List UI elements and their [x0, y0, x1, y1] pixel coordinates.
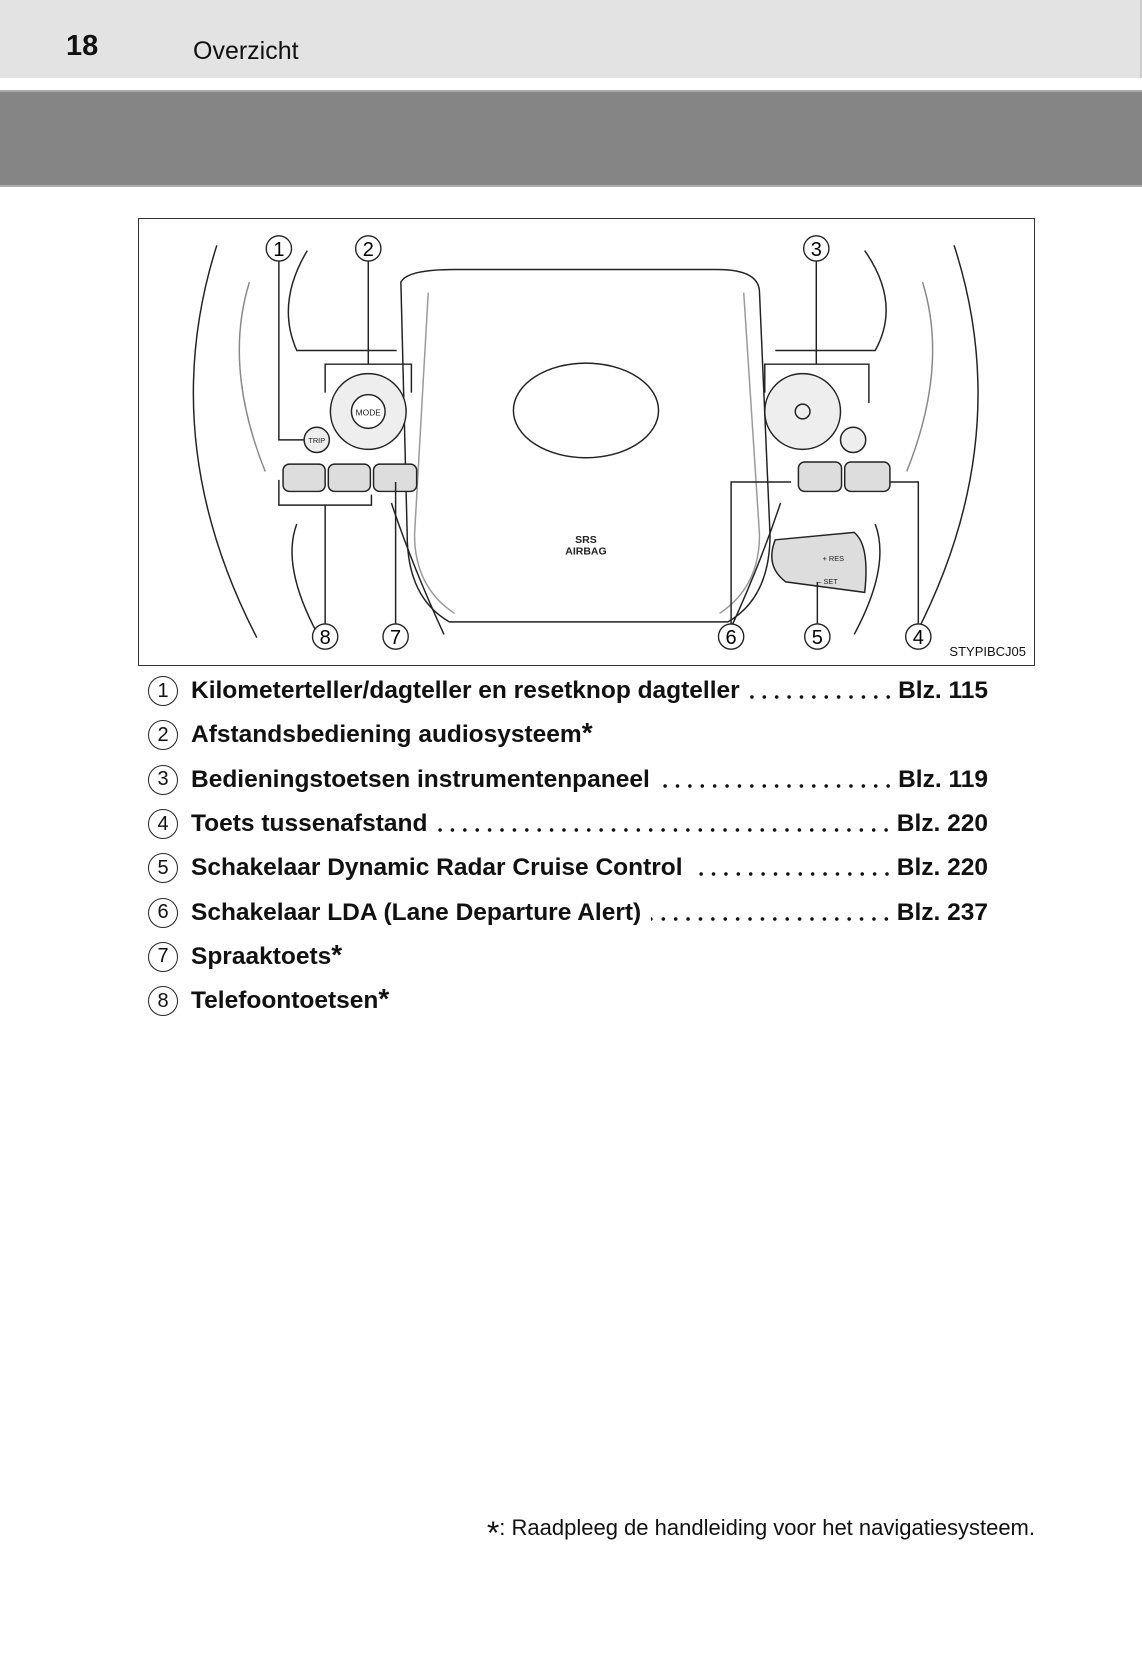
steering-wheel-illustration: SRS AIRBAG MODE TRIP + RES – SET 1 2 3 4… [192, 235, 979, 650]
item-number: 3 [148, 764, 178, 795]
list-item: 4 Toets tussenafstand Blz. 220 [148, 802, 988, 846]
page-number: 18 [66, 30, 99, 62]
list-item: 3 Bedieningstoetsen instrumentenpaneel Blz… [148, 758, 988, 802]
item-text: Afstandsbediening audiosysteem [191, 721, 582, 749]
svg-text:4: 4 [913, 627, 924, 649]
res-label: + RES [823, 554, 845, 563]
distance-button [843, 461, 891, 493]
callout-5: 5 [804, 623, 831, 650]
callout-7: 7 [382, 623, 409, 650]
page-reference[interactable]: Blz. 237 [896, 898, 988, 926]
item-text: Schakelaar Dynamic Radar Cruise Control [191, 854, 683, 882]
wheel-rim-right [913, 245, 979, 638]
item-list: 1 Kilometerteller/dagteller en resetknop … [148, 669, 988, 1023]
header-band [0, 90, 1142, 187]
steering-wheel-figure: SRS AIRBAG MODE TRIP + RES – SET 1 2 3 4… [138, 218, 1035, 666]
airbag-label: AIRBAG [565, 546, 606, 558]
item-text: Kilometerteller/dagteller en resetknop d… [191, 677, 740, 705]
svg-text:1: 1 [273, 239, 284, 261]
dot-leader [692, 871, 893, 878]
list-item: 6 Schakelaar LDA (Lane Departure Alert) Bl… [148, 890, 988, 934]
footnote-mark: * [486, 1515, 500, 1551]
item-number: 1 [148, 676, 178, 707]
item-number: 6 [148, 897, 178, 928]
item-text: Schakelaar LDA (Lane Departure Alert) [191, 898, 642, 926]
phone-hangup-button [327, 463, 372, 493]
set-label: – SET [817, 577, 838, 586]
item-number: 2 [148, 720, 178, 751]
section-title: Overzicht [193, 37, 299, 65]
cruise-control-stalk [771, 531, 867, 594]
phone-pickup-button [282, 463, 326, 493]
meter-control-pad [764, 372, 842, 451]
list-item: 1 Kilometerteller/dagteller en resetknop … [148, 669, 988, 713]
callout-1: 1 [265, 235, 293, 262]
svg-text:8: 8 [320, 627, 331, 649]
figure-id: STYPIBCJ05 [949, 644, 1026, 659]
emblem-oval [512, 362, 660, 459]
item-text: Bedieningstoetsen instrumentenpaneel [191, 765, 650, 793]
callout-2: 2 [354, 235, 382, 262]
callout-3: 3 [802, 235, 830, 262]
svg-text:3: 3 [811, 239, 822, 261]
dot-leader [749, 694, 895, 701]
footnote-text: : Raadpleeg de handleiding voor het navi… [499, 1515, 1035, 1540]
item-number: 7 [148, 941, 178, 972]
callout-6: 6 [717, 623, 745, 650]
item-number: 4 [148, 809, 178, 840]
page-reference[interactable]: Blz. 119 [898, 765, 988, 793]
dot-leader [651, 915, 893, 922]
item-text: Telefoontoetsen [191, 987, 379, 1015]
item-number: 8 [148, 986, 178, 1017]
svg-text:2: 2 [363, 239, 374, 261]
svg-text:6: 6 [726, 627, 737, 649]
wheel-rim-left [192, 245, 258, 638]
svg-text:7: 7 [390, 627, 401, 649]
callout-8: 8 [311, 623, 339, 650]
lda-button [797, 461, 843, 493]
trip-label: TRIP [308, 436, 325, 445]
dot-leader [659, 782, 895, 789]
item-number: 5 [148, 853, 178, 884]
page-reference[interactable]: Blz. 220 [896, 854, 988, 882]
item-text: Spraaktoets [191, 942, 332, 970]
page-reference[interactable]: Blz. 220 [896, 810, 988, 838]
dot-leader [437, 827, 893, 834]
item-text: Toets tussenafstand [191, 810, 428, 838]
list-item: 5 Schakelaar Dynamic Radar Cruise Control… [148, 846, 988, 890]
back-button [839, 426, 867, 454]
trip-button [303, 426, 331, 454]
airbag-pad [400, 268, 771, 623]
srs-label: SRS [575, 534, 597, 546]
page-reference[interactable]: Blz. 115 [898, 677, 988, 705]
svg-text:5: 5 [812, 627, 823, 649]
footnote: *: Raadpleeg de handleiding voor het nav… [487, 1515, 1035, 1552]
mode-label: MODE [356, 408, 382, 418]
callout-4: 4 [905, 623, 932, 650]
page-header: 18 Overzicht [0, 0, 1142, 78]
